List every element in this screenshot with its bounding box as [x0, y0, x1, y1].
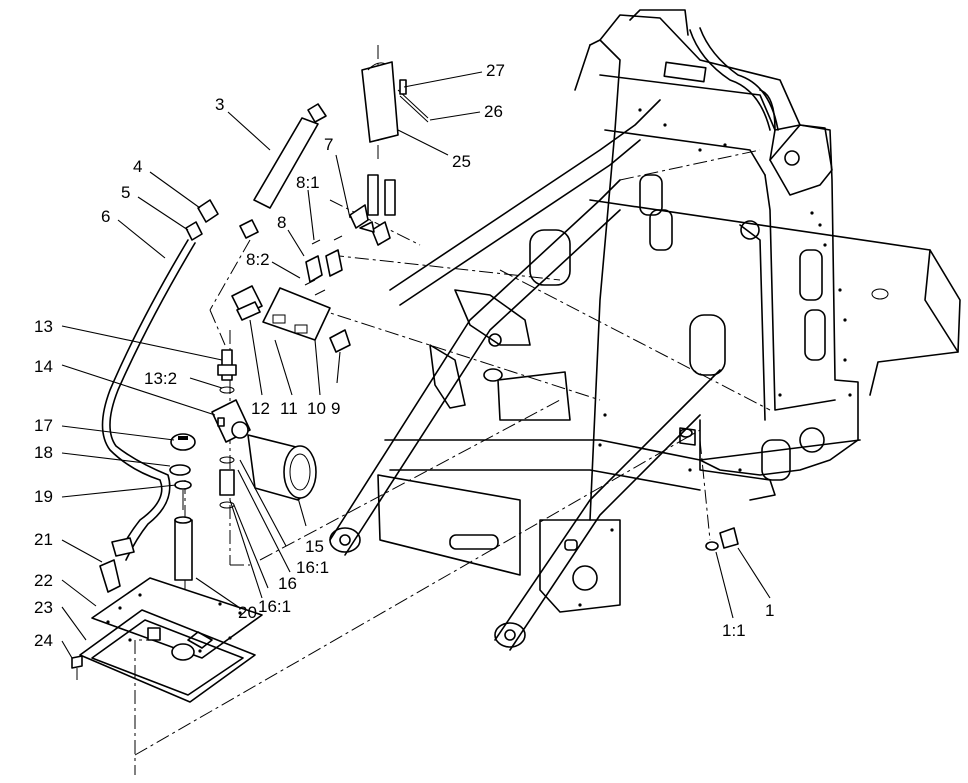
callout-19: 19: [34, 487, 53, 506]
coupler-12: [231, 285, 263, 321]
tube-3: [239, 103, 327, 239]
callout-20: 20: [238, 603, 257, 622]
fitting-9: [329, 329, 351, 353]
callout-16-1-lower: 16:1: [258, 597, 291, 616]
callout-27: 27: [486, 61, 505, 80]
callout-16: 16: [278, 574, 297, 593]
screw-24: [71, 655, 83, 680]
fitting-16: [219, 456, 235, 509]
callout-5: 5: [121, 183, 130, 202]
fitting-13: [217, 349, 237, 394]
machine-frame: [329, 9, 961, 651]
handle-sleeve-25: [361, 61, 429, 143]
callout-26: 26: [484, 102, 503, 121]
cap-17: [170, 433, 196, 451]
callout-9: 9: [331, 399, 340, 418]
callout-labels: 1 1:1 3 4 5 6 7 8 8:1 8:2 9 10 11 12 13 …: [34, 61, 774, 650]
valve-14: [211, 399, 251, 443]
strainer-19: [174, 480, 192, 510]
plug-1: [705, 527, 739, 551]
callout-11: 11: [280, 399, 298, 418]
leader-lines: [61, 71, 771, 659]
callout-13: 13: [34, 317, 53, 336]
callout-23: 23: [34, 598, 53, 617]
bracket-11: [262, 287, 331, 341]
gasket-23: [79, 609, 256, 703]
callout-16-1-upper: 16:1: [296, 558, 329, 577]
callout-6: 6: [101, 207, 110, 226]
gasket-18: [169, 464, 191, 476]
callout-18: 18: [34, 443, 53, 462]
callout-7: 7: [324, 135, 333, 154]
callout-24: 24: [34, 631, 53, 650]
callout-17: 17: [34, 416, 53, 435]
fittings-8: [304, 235, 343, 296]
callout-12: 12: [251, 399, 270, 418]
callout-8-1: 8:1: [296, 173, 320, 192]
callout-14: 14: [34, 357, 53, 376]
callout-25: 25: [452, 152, 471, 171]
fitting-4-5: [185, 199, 219, 241]
callout-3: 3: [215, 95, 224, 114]
callout-4: 4: [133, 157, 142, 176]
hose-fittings-7: [349, 174, 396, 246]
hose-6: [99, 239, 196, 593]
callout-22: 22: [34, 571, 53, 590]
strainer-tube-20: [174, 516, 193, 581]
callout-21: 21: [34, 530, 53, 549]
callout-1-1: 1:1: [722, 621, 746, 640]
callout-13-2: 13:2: [144, 369, 177, 388]
callout-8: 8: [277, 213, 286, 232]
callout-1: 1: [765, 601, 774, 620]
callout-15: 15: [305, 537, 324, 556]
filter-15: [247, 434, 317, 501]
callout-10: 10: [307, 399, 326, 418]
callout-8-2: 8:2: [246, 250, 270, 269]
